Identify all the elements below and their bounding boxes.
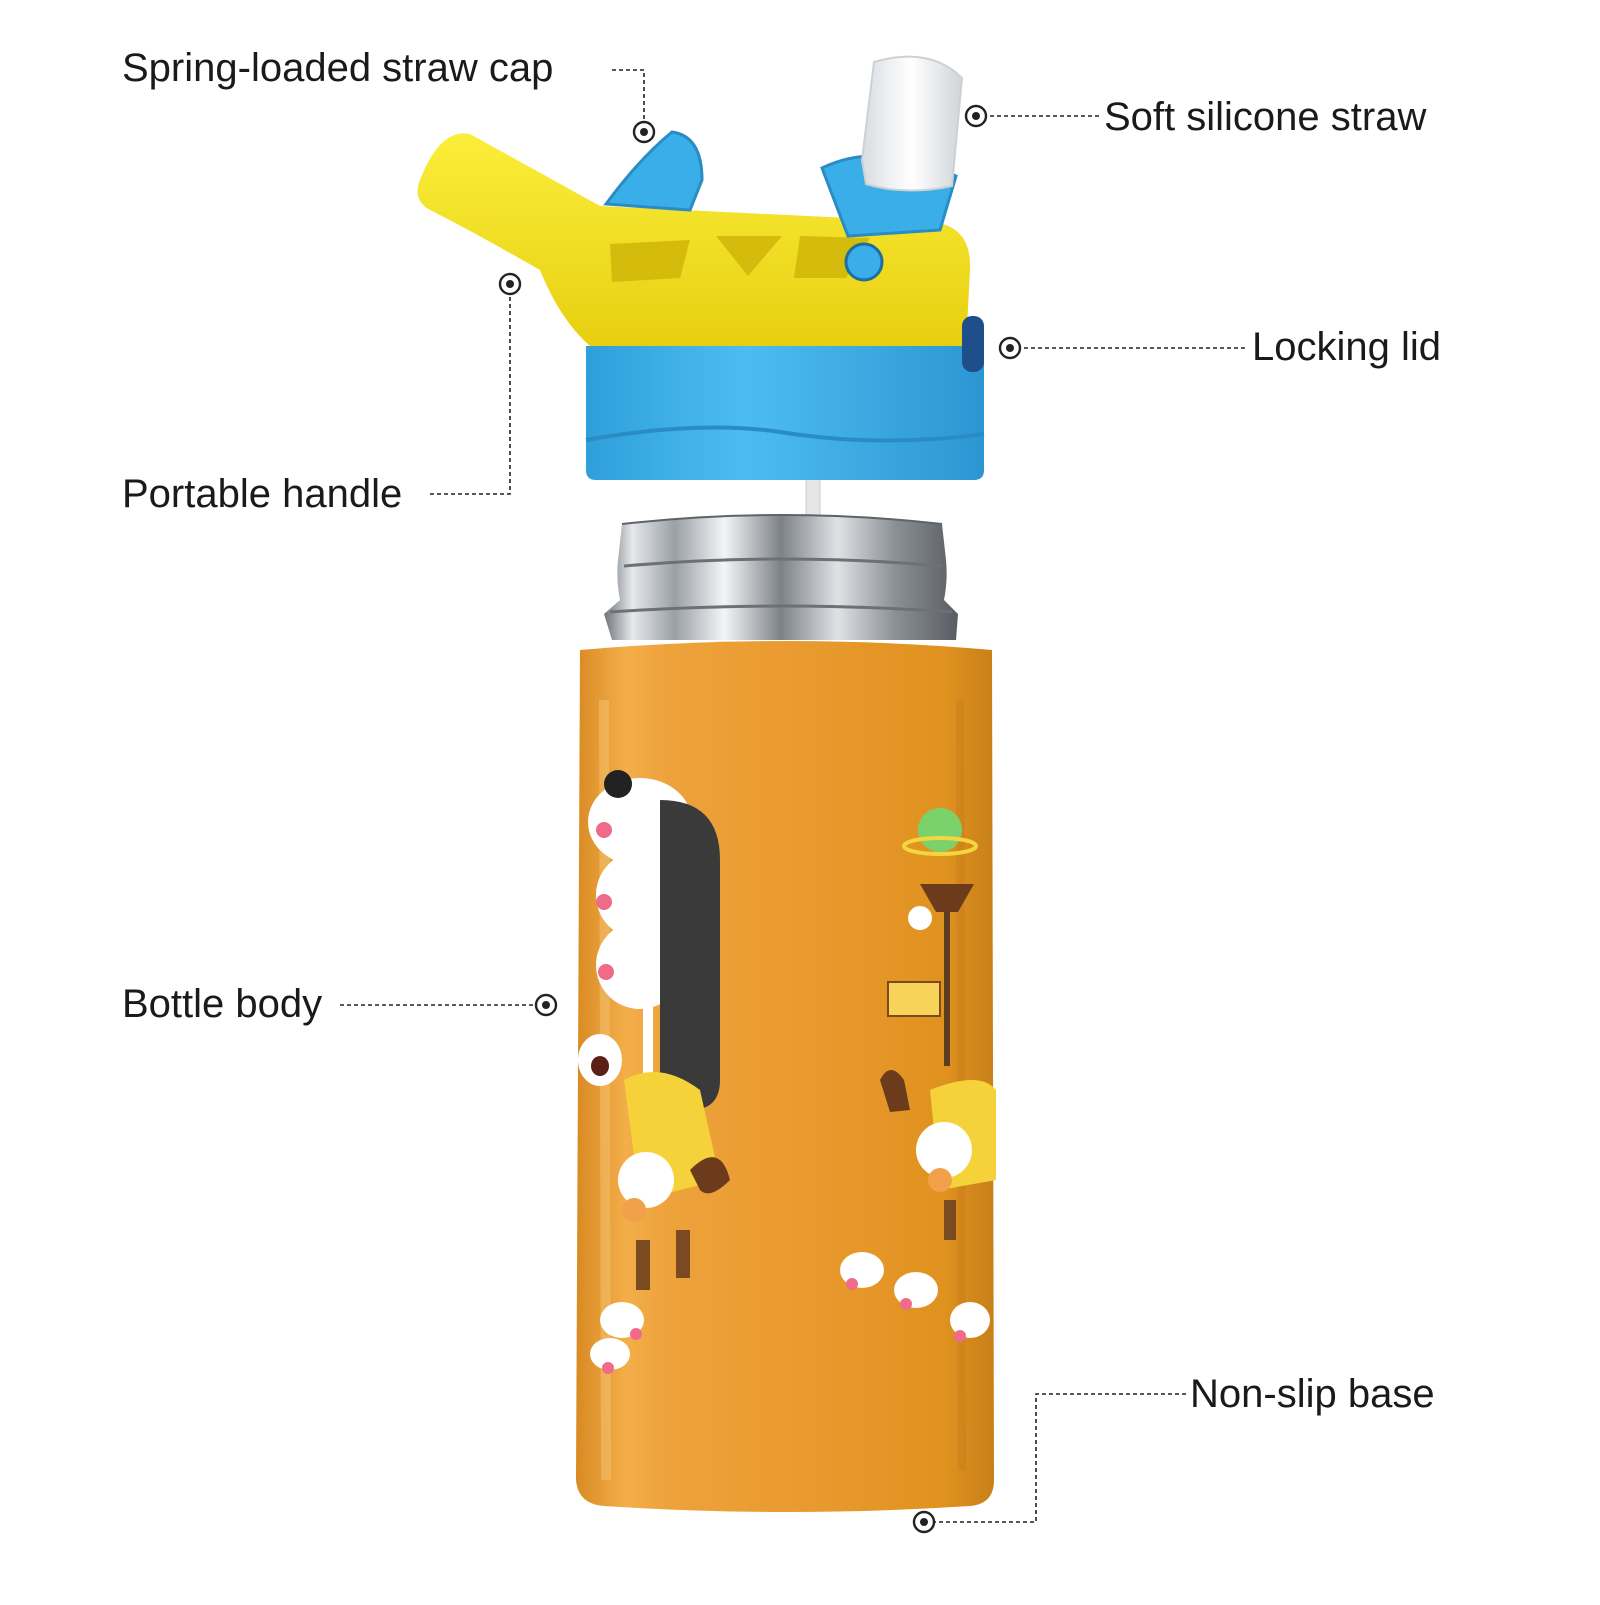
lid-collar	[585, 346, 985, 480]
leader-portable-handle	[430, 284, 511, 495]
lid-yellow-top	[417, 133, 984, 372]
callout-dots	[498, 104, 1022, 1534]
callout-leaders	[340, 69, 1248, 1523]
label-portable-handle: Portable handle	[122, 472, 403, 516]
dot-bottle-body	[534, 993, 558, 1017]
dot-soft-straw	[964, 104, 988, 128]
label-spring-loaded-straw-cap: Spring-loaded straw cap	[122, 46, 554, 90]
dot-locking-lid	[998, 336, 1022, 360]
label-bottle-body: Bottle body	[122, 982, 323, 1026]
body-artwork-left	[578, 770, 730, 1374]
dot-spring-cap	[632, 120, 656, 144]
dot-portable-handle	[498, 272, 522, 296]
flip-cap	[603, 130, 704, 212]
straw-housing	[820, 55, 964, 238]
label-locking-lid: Locking lid	[1252, 325, 1442, 369]
label-non-slip-base: Non-slip base	[1190, 1372, 1435, 1416]
label-soft-silicone-straw: Soft silicone straw	[1104, 95, 1427, 139]
steel-neck	[604, 514, 958, 640]
leader-non-slip-base	[924, 1393, 1186, 1523]
dot-non-slip-base	[912, 1510, 936, 1534]
leader-spring-cap	[612, 69, 645, 132]
body-artwork-right	[840, 808, 996, 1342]
